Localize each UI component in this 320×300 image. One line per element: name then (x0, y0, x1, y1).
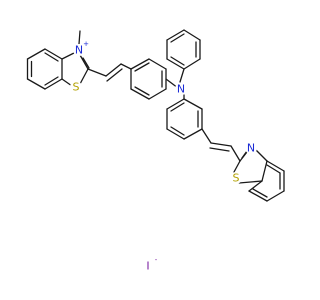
bond (209, 147, 230, 152)
bond (61, 51, 77, 60)
bond (261, 160, 268, 182)
bond (134, 86, 150, 96)
bond (148, 88, 167, 100)
bond (183, 58, 201, 70)
bond (106, 68, 123, 82)
bond (238, 180, 263, 184)
bond (44, 76, 59, 86)
bond (87, 68, 107, 77)
bond (183, 98, 203, 110)
bond (130, 88, 150, 100)
n-amine-label: N (177, 83, 185, 96)
bond (266, 190, 285, 202)
bond (26, 48, 46, 60)
bond (183, 128, 203, 140)
bond (179, 68, 185, 83)
bond (148, 58, 167, 70)
bond (248, 190, 268, 202)
bond (210, 142, 232, 147)
bond (241, 150, 248, 159)
s-right-label: S (233, 172, 240, 185)
bond (44, 52, 59, 62)
bond (201, 128, 212, 144)
n-cation-charge: + (83, 40, 89, 48)
bond (170, 126, 185, 136)
bond (248, 180, 263, 192)
bond (26, 78, 46, 90)
bond (266, 164, 281, 174)
atom-s-left: S (70, 81, 82, 94)
atom-labels: N + S N N S I - (70, 40, 257, 273)
atom-n-right: N (245, 142, 257, 155)
bond (78, 30, 81, 45)
bond (61, 78, 73, 87)
bond (230, 145, 241, 162)
atom-s-right: S (230, 172, 242, 185)
bond (254, 148, 268, 162)
bond (82, 57, 90, 69)
bond (134, 62, 150, 72)
bond (44, 48, 63, 60)
iodide-ion: I - (146, 256, 157, 273)
bond (166, 58, 185, 70)
bond (166, 29, 185, 41)
iodide-charge: - (155, 256, 158, 264)
atom-n-cation: N + (73, 40, 89, 57)
atom-n-amine: N (175, 83, 187, 96)
n-cation-label: N (75, 44, 83, 57)
bond (266, 160, 285, 172)
bond (105, 63, 122, 77)
bond (183, 29, 201, 41)
bond (120, 63, 132, 70)
bond (166, 98, 185, 110)
bond (233, 160, 241, 173)
bond (170, 56, 185, 66)
bond-layer (26, 29, 285, 202)
bond (44, 78, 63, 90)
bond (130, 58, 150, 70)
n-right-label: N (247, 142, 255, 155)
bond (79, 68, 89, 85)
bond (79, 54, 89, 70)
chemical-structure-diagram: N + S N N S I - (26, 29, 285, 273)
iodide-label: I (146, 260, 149, 273)
bond (166, 128, 185, 140)
s-left-label: S (73, 81, 80, 94)
bond (170, 102, 185, 112)
bond (252, 188, 268, 198)
bond (170, 33, 185, 43)
